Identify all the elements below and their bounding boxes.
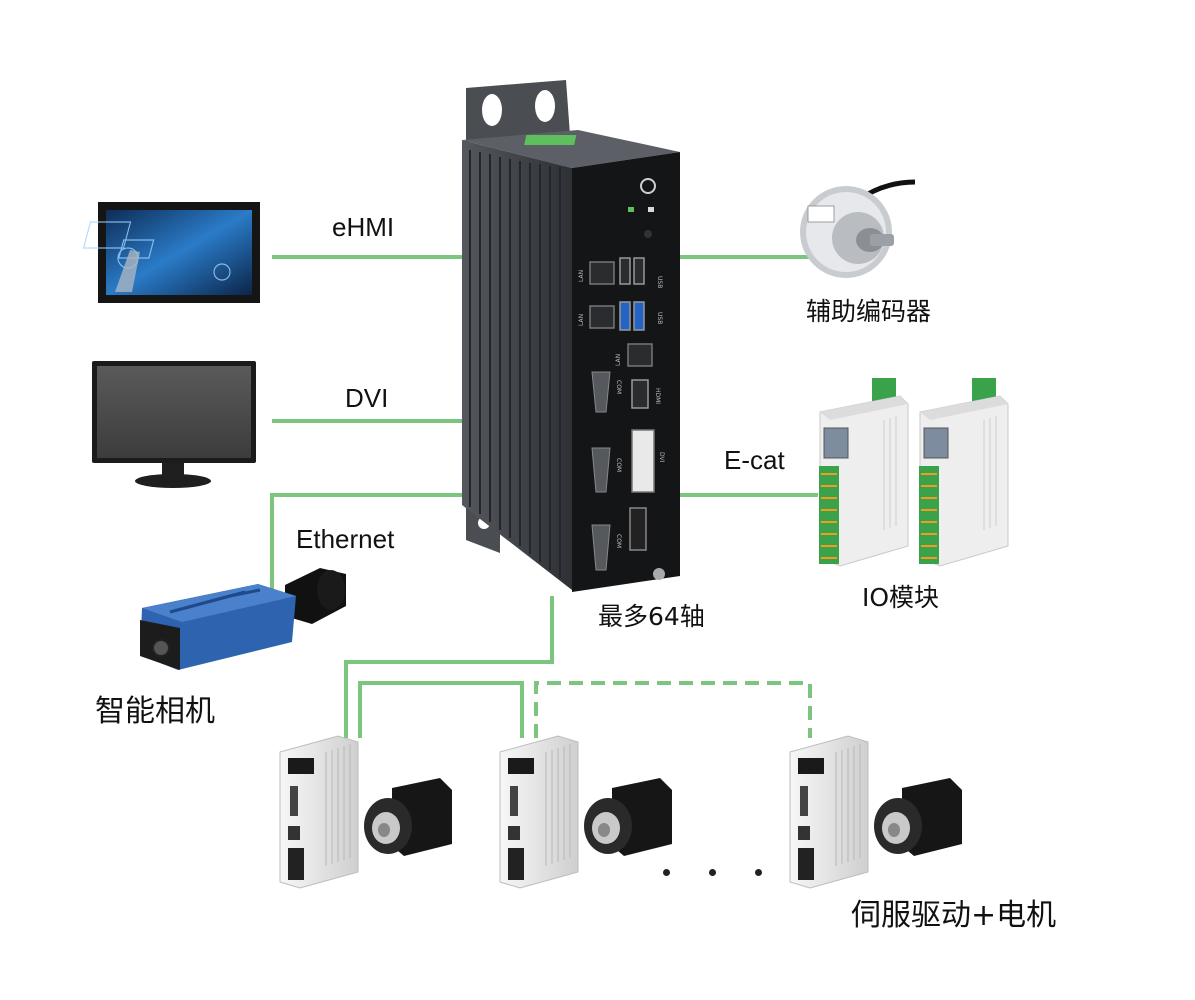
industrial-pc-icon: LAN USB LAN USB LAN COM HDMI COM DVI COM xyxy=(462,80,680,592)
io-module-label: IO模块 xyxy=(862,583,940,612)
axis-bus-dashed-link xyxy=(534,681,812,738)
servo-drive-icon xyxy=(499,735,579,889)
port-label-usb-1: USB xyxy=(656,276,663,288)
connection-lines xyxy=(270,255,818,738)
axis-bus-link-1 xyxy=(344,596,554,738)
servo-drive-1 xyxy=(279,735,452,889)
touch-hmi-icon xyxy=(82,202,260,303)
servo-label: 伺服驱动+电机 xyxy=(851,898,1057,933)
axes-label: 最多64轴 xyxy=(598,602,705,631)
port-label-com-1: COM xyxy=(615,380,622,394)
servo-drive-2 xyxy=(499,735,672,889)
ehmi-label: eHMI xyxy=(332,212,395,242)
port-label-lan-3: LAN xyxy=(615,354,622,366)
io-module-icon xyxy=(819,378,1009,567)
port-label-dvi: DVI xyxy=(658,452,665,463)
rotary-encoder-icon xyxy=(800,179,916,278)
axis-bus-link-2 xyxy=(358,681,524,738)
smart-camera-icon xyxy=(140,568,346,670)
servo-motor-icon xyxy=(874,778,962,856)
servo-motor-icon xyxy=(364,778,452,856)
ellipsis-dot-1 xyxy=(663,869,670,876)
port-label-com-3: COM xyxy=(615,534,622,548)
port-label-lan-1: LAN xyxy=(578,270,585,282)
dvi-monitor-icon xyxy=(92,361,256,488)
ethernet-label: Ethernet xyxy=(296,524,395,554)
camera-label: 智能相机 xyxy=(95,694,215,729)
servo-motor-icon xyxy=(584,778,672,856)
ellipsis-dot-2 xyxy=(709,869,716,876)
port-label-lan-2: LAN xyxy=(578,314,585,326)
port-label-hdmi: HDMI xyxy=(654,388,661,404)
servo-drive-3 xyxy=(789,735,962,889)
servo-drive-icon xyxy=(279,735,359,889)
ecat-label: E-cat xyxy=(724,445,785,475)
ethernet-link xyxy=(270,493,466,590)
servo-drive-icon xyxy=(789,735,869,889)
ellipsis-dot-3 xyxy=(755,869,762,876)
port-label-com-2: COM xyxy=(615,458,622,472)
dvi-label: DVI xyxy=(345,383,389,413)
port-label-usb-2: USB xyxy=(656,312,663,324)
encoder-label: 辅助编码器 xyxy=(806,297,932,326)
